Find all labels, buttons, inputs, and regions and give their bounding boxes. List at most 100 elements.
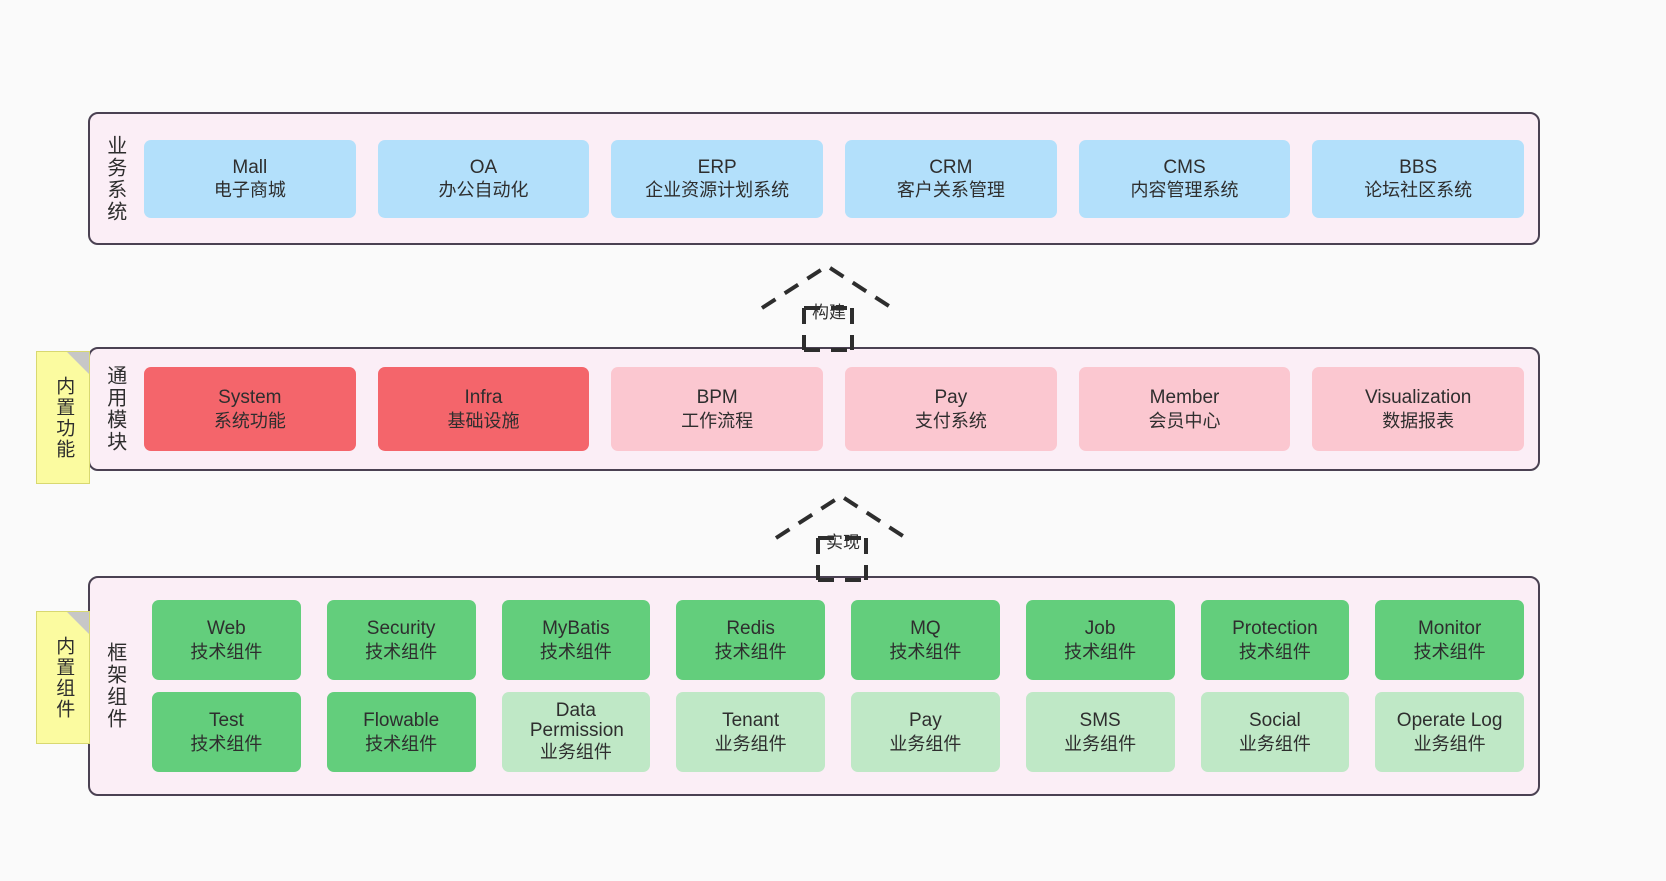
module-card-pay[interactable]: Pay 支付系统	[845, 367, 1057, 451]
module-card-subtitle: 业务组件	[1064, 733, 1137, 754]
module-card-operate-log[interactable]: Operate Log 业务组件	[1375, 692, 1524, 772]
layer-row: System 系统功能 Infra 基础设施 BPM 工作流程 Pay 支付系统…	[144, 367, 1525, 451]
layer-row: Web 技术组件 Security 技术组件 MyBatis 技术组件 Redi…	[152, 600, 1524, 680]
connector-implement: 实现	[766, 488, 926, 582]
module-card-monitor[interactable]: Monitor 技术组件	[1375, 600, 1524, 680]
module-card-oa[interactable]: OA 办公自动化	[377, 139, 590, 218]
note-builtin-component: 内置组件	[36, 611, 90, 744]
module-card-web[interactable]: Web 技术组件	[152, 600, 301, 680]
module-card-subtitle: 电子商城	[213, 180, 286, 201]
module-card-security[interactable]: Security 技术组件	[326, 600, 476, 680]
module-card-title: Member	[1149, 387, 1220, 409]
module-card-crm[interactable]: CRM 客户关系管理	[845, 139, 1057, 218]
module-card-title: OA	[469, 156, 498, 178]
module-card-title: Security	[366, 618, 436, 640]
module-card-subtitle: 数据报表	[1382, 410, 1455, 431]
module-card-title: Data Permission	[529, 699, 624, 741]
module-card-subtitle: 业务组件	[889, 733, 962, 754]
module-card-subtitle: 会员中心	[1148, 410, 1221, 431]
module-card-visualization[interactable]: Visualization 数据报表	[1312, 367, 1525, 451]
module-card-subtitle: 技术组件	[190, 733, 263, 754]
module-card-subtitle: 技术组件	[1238, 641, 1311, 662]
module-card-sms[interactable]: SMS 业务组件	[1025, 692, 1175, 772]
module-card-infra[interactable]: Infra 基础设施	[377, 367, 590, 451]
module-card-title: ERP	[697, 156, 737, 178]
module-card-title: MQ	[910, 618, 941, 640]
module-card-test[interactable]: Test 技术组件	[152, 692, 301, 772]
module-card-subtitle: 技术组件	[190, 641, 263, 662]
module-card-title: BBS	[1399, 156, 1438, 178]
module-card-title: Pay	[934, 387, 968, 409]
module-card-mybatis[interactable]: MyBatis 技术组件	[501, 600, 651, 680]
module-card-subtitle: 内容管理系统	[1130, 180, 1239, 201]
module-card-title: MyBatis	[542, 618, 610, 640]
module-card-mall[interactable]: Mall 电子商城	[144, 139, 356, 218]
module-card-protection[interactable]: Protection 技术组件	[1200, 600, 1350, 680]
module-card-title: Operate Log	[1396, 710, 1503, 732]
module-card-title: CMS	[1163, 156, 1206, 178]
module-card-cms[interactable]: CMS 内容管理系统	[1078, 139, 1291, 218]
module-card-bpm[interactable]: BPM 工作流程	[611, 367, 824, 451]
module-card-title: Redis	[726, 618, 775, 640]
module-card-subtitle: 办公自动化	[438, 180, 529, 201]
module-card-subtitle: 技术组件	[889, 641, 962, 662]
module-card-subtitle: 业务组件	[539, 741, 612, 762]
module-card-system[interactable]: System 系统功能	[144, 367, 356, 451]
layer-title-framework-component: 框架组件	[103, 642, 126, 730]
module-card-redis[interactable]: Redis 技术组件	[676, 600, 825, 680]
module-card-pay-business[interactable]: Pay 业务组件	[851, 692, 1000, 772]
module-card-title: System	[218, 387, 282, 409]
note-label: 内置组件	[53, 635, 75, 720]
module-card-subtitle: 业务组件	[1413, 733, 1486, 754]
module-card-subtitle: 技术组件	[539, 641, 612, 662]
module-card-mq[interactable]: MQ 技术组件	[851, 600, 1000, 680]
module-card-subtitle: 技术组件	[365, 641, 438, 662]
module-card-title: Job	[1084, 618, 1116, 640]
module-card-subtitle: 系统功能	[213, 410, 286, 431]
module-card-title: Monitor	[1417, 618, 1482, 640]
layer-body-framework-component: Web 技术组件 Security 技术组件 MyBatis 技术组件 Redi…	[138, 578, 1538, 794]
module-card-subtitle: 论坛社区系统	[1364, 180, 1473, 201]
module-card-title: CRM	[929, 156, 973, 178]
module-card-subtitle: 基础设施	[447, 410, 520, 431]
layer-title-common-module: 通用模块	[103, 365, 126, 453]
module-card-title: Infra	[464, 387, 503, 409]
note-fold-corner-icon	[67, 612, 89, 634]
module-card-subtitle: 客户关系管理	[896, 180, 1005, 201]
module-card-tenant[interactable]: Tenant 业务组件	[676, 692, 825, 772]
layer-framework-component: 框架组件 Web 技术组件 Security 技术组件 MyBatis 技术组件…	[88, 576, 1540, 796]
module-card-subtitle: 技术组件	[1413, 641, 1486, 662]
module-card-title: Pay	[909, 710, 942, 732]
connector-label-implement: 实现	[826, 533, 860, 552]
module-card-title: Tenant	[722, 710, 780, 732]
module-card-title: Social	[1249, 710, 1301, 732]
module-card-flowable[interactable]: Flowable 技术组件	[326, 692, 476, 772]
connector-build: 构建	[752, 258, 912, 352]
module-card-title: Protection	[1232, 618, 1318, 640]
module-card-job[interactable]: Job 技术组件	[1025, 600, 1175, 680]
module-card-subtitle: 支付系统	[914, 410, 987, 431]
module-card-subtitle: 技术组件	[714, 641, 787, 662]
note-label: 内置功能	[53, 375, 75, 460]
module-card-title: Web	[207, 618, 246, 640]
layer-title-business-system: 业务系统	[103, 134, 126, 223]
module-card-title: Mall	[232, 156, 268, 178]
module-card-member[interactable]: Member 会员中心	[1078, 367, 1291, 451]
module-card-title: Flowable	[363, 710, 440, 732]
module-card-bbs[interactable]: BBS 论坛社区系统	[1312, 139, 1525, 218]
module-card-title: Test	[208, 710, 244, 732]
module-card-subtitle: 企业资源计划系统	[645, 180, 790, 201]
note-fold-corner-icon	[67, 352, 89, 374]
layer-body-business-system: Mall 电子商城 OA 办公自动化 ERP 企业资源计划系统 CRM 客户关系…	[138, 114, 1538, 243]
layer-row: Test 技术组件 Flowable 技术组件 Data Permission …	[152, 692, 1524, 772]
module-card-title: BPM	[696, 387, 738, 409]
module-card-data-permission[interactable]: Data Permission 业务组件	[501, 692, 651, 772]
module-card-subtitle: 技术组件	[1064, 641, 1137, 662]
layer-common-module: 通用模块 System 系统功能 Infra 基础设施 BPM 工作流程 Pay…	[88, 347, 1540, 471]
module-card-erp[interactable]: ERP 企业资源计划系统	[611, 139, 824, 218]
module-card-social[interactable]: Social 业务组件	[1200, 692, 1350, 772]
module-card-subtitle: 业务组件	[714, 733, 787, 754]
layer-row: Mall 电子商城 OA 办公自动化 ERP 企业资源计划系统 CRM 客户关系…	[144, 139, 1525, 218]
module-card-subtitle: 业务组件	[1238, 733, 1311, 754]
